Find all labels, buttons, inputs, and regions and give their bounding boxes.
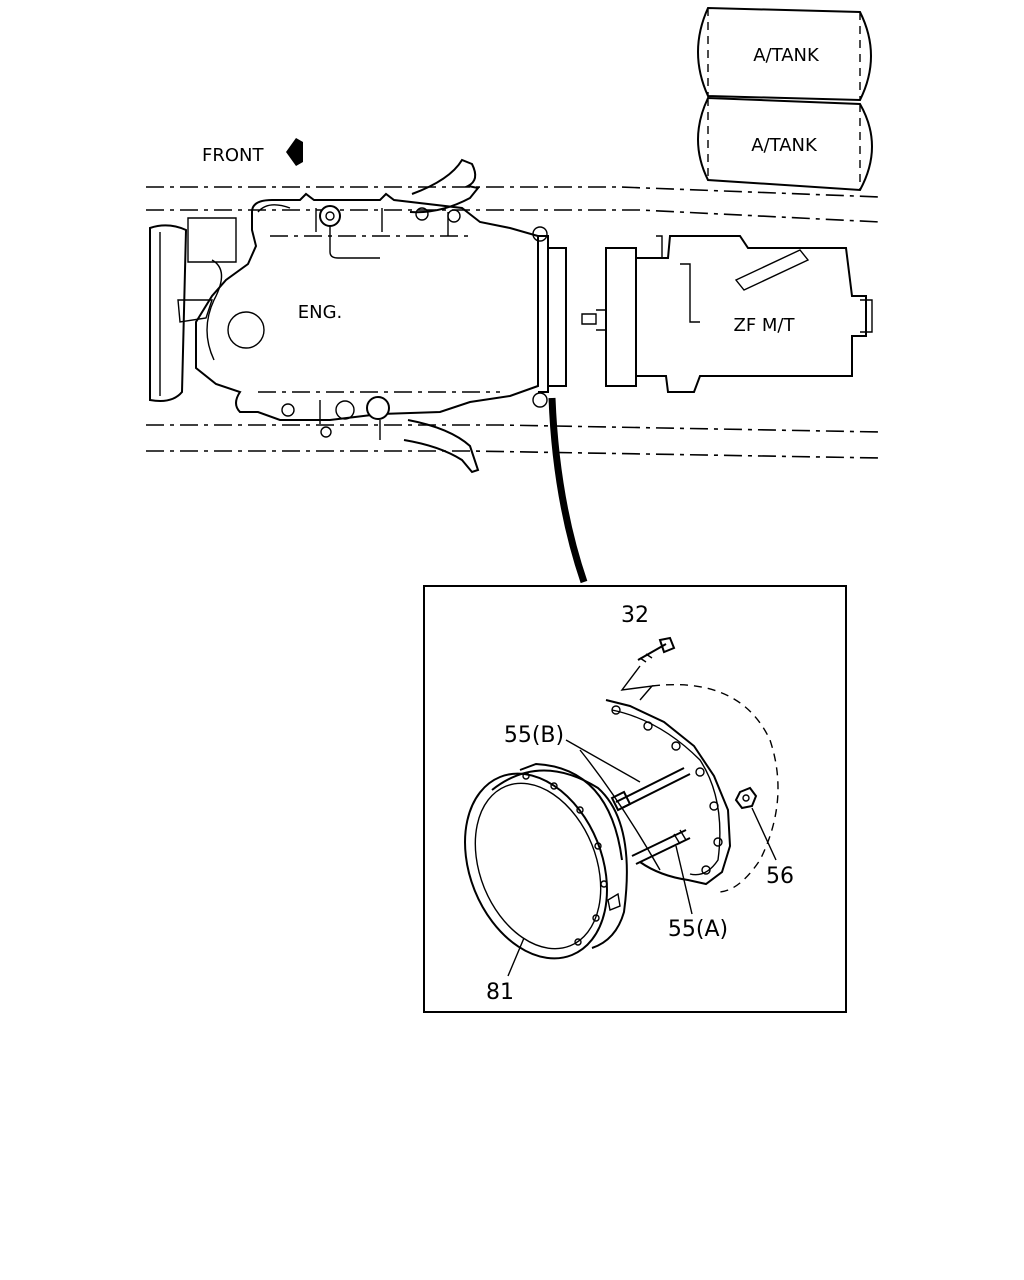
air-tank-label-upper: A/TANK [753, 45, 820, 66]
detail-box [423, 585, 847, 1013]
housing-outline [651, 683, 779, 893]
air-tank-upper: A/TANK [697, 6, 872, 102]
detail-leader [548, 397, 588, 584]
callout-32: 32 [621, 603, 649, 628]
transmission-label: ZF M/T [734, 315, 796, 336]
stud-55a [631, 829, 691, 865]
front-arrow-icon [286, 138, 303, 166]
bolt-32 [637, 636, 676, 663]
transmission: ZF M/T [581, 235, 873, 393]
callout-56-leader [751, 807, 777, 861]
flywheel-flange [579, 699, 732, 886]
engine-label: ENG. [298, 302, 343, 323]
callout-56: 56 [766, 864, 794, 889]
callout-55a: 55(A) [668, 917, 728, 942]
air-tank-label-lower: A/TANK [751, 135, 818, 156]
flywheel-housing [532, 226, 567, 408]
air-tank-lower: A/TANK [697, 96, 873, 192]
chassis-frame [146, 186, 881, 459]
stud-55b [610, 767, 691, 812]
callout-81-leader [507, 937, 525, 977]
callout-81: 81 [486, 980, 514, 1005]
engine: ENG. [195, 192, 539, 440]
exhaust-pipe-lower [403, 419, 480, 474]
ring-81 [464, 762, 628, 960]
nut-56 [734, 786, 758, 810]
radiator [149, 217, 237, 402]
callout-55b-leader [565, 739, 641, 783]
bolt-32-leader [620, 665, 654, 701]
front-label: FRONT [202, 145, 264, 166]
callout-55b: 55(B) [504, 723, 564, 748]
callout-55a-leader [675, 845, 693, 915]
exhaust-pipe-upper [409, 158, 480, 214]
